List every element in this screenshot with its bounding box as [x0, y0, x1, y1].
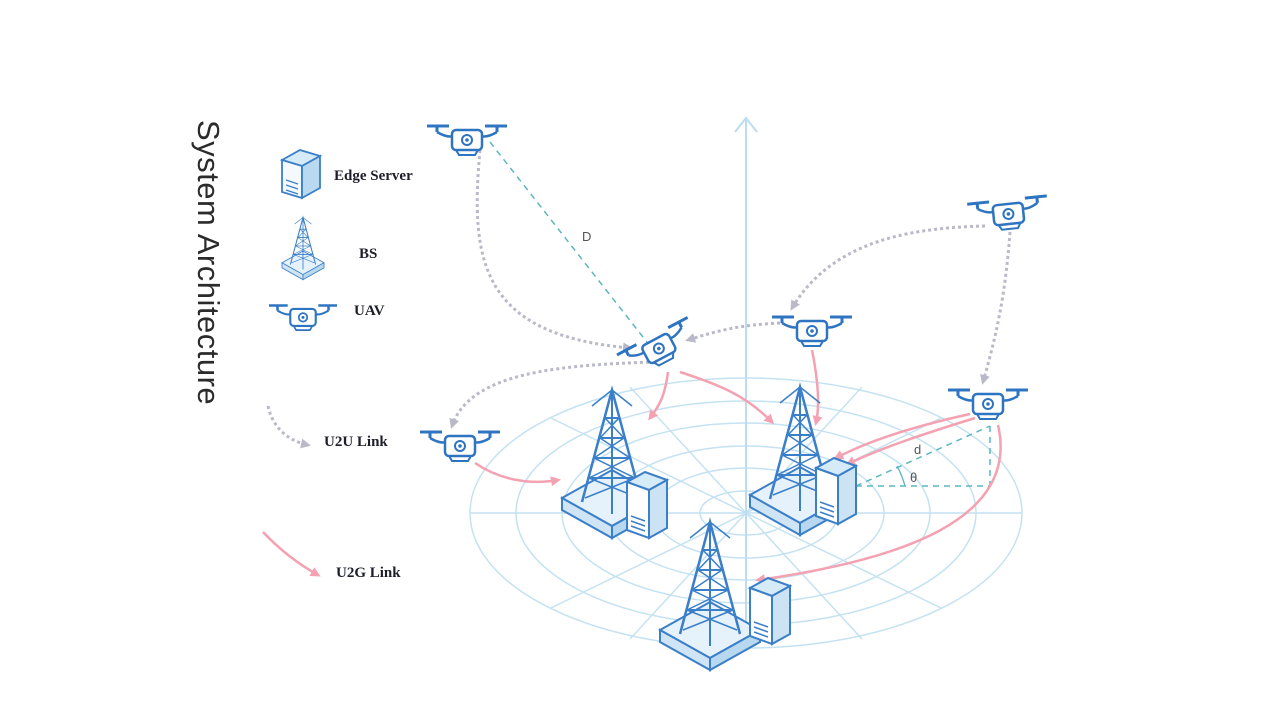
legend-uav-label: UAV [354, 303, 385, 319]
uav-center-right [770, 315, 854, 348]
diagram-title: System Architecture [191, 120, 226, 406]
base-station-icon [281, 216, 325, 281]
u2g-link-icon [262, 531, 321, 577]
edge-server-icon [279, 149, 323, 200]
uav-right [946, 388, 1030, 421]
u2g-links [474, 349, 1002, 584]
u2u-links [449, 149, 1012, 429]
uav-top-left [425, 124, 509, 157]
distance-D-label: D [582, 229, 591, 244]
legend-bs-label: BS [359, 246, 378, 262]
vertical-axis [734, 116, 758, 648]
uav-top-right [965, 194, 1052, 235]
distance-d-lines [855, 425, 991, 488]
uav-center-tilted [615, 315, 703, 383]
angle-theta-label: θ [910, 470, 917, 485]
u2u-link-icon [266, 405, 311, 449]
legend-u2g-label: U2G Link [336, 565, 401, 581]
uav-left [418, 430, 502, 463]
distance-D-line [489, 141, 651, 347]
edge-server-bottom [749, 577, 791, 645]
distance-d-label: d [914, 442, 921, 457]
uav-icon [267, 304, 339, 332]
legend-edge-server-label: Edge Server [334, 168, 413, 184]
edge-server-right [815, 457, 857, 525]
edge-server-left [626, 471, 668, 539]
legend-u2u-label: U2U Link [324, 434, 388, 450]
